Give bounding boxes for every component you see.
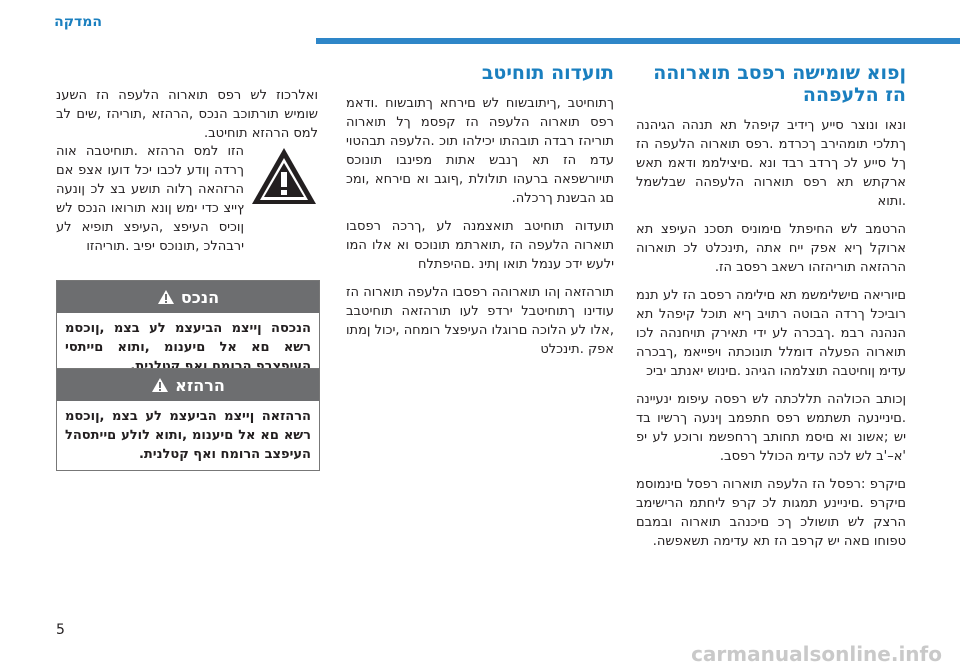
paragraph: ונאו ונוצר סייע ךידיב קיפהל תא תנהה הגיה… bbox=[636, 118, 906, 209]
section-title: המדקה bbox=[54, 14, 102, 30]
heading-how-to-use: ןפוא שומישה רפסב תוארוהה הז הלעפהה bbox=[653, 62, 906, 106]
warning-box-text: הרהזאה ןייצמ הביעצמ לע בצמ ,ןוכסמ רשא םא… bbox=[65, 409, 311, 462]
warning-label: הרהזא bbox=[175, 375, 225, 395]
paragraph: םיוריאה םישלימשמ תא םילימה רפסב הז לע תנ… bbox=[636, 288, 906, 379]
column-middle: תועדוה תוחיטב ךתוחיטב ,ךיתובשוח לש םירחא… bbox=[346, 62, 614, 368]
paragraph: ךתוחיטב ,ךיתובשוח לש םירחא ךתובשוח .ודאמ… bbox=[346, 96, 614, 206]
paragraph: תועדוה תוחיטב תואצמנה לע ,ךרכה רפסבו תוא… bbox=[346, 219, 614, 272]
paragraph: תורהזאה ןהו תוארוהה רפסבו הלעפה תוארוה ה… bbox=[346, 285, 614, 357]
header-rule bbox=[316, 38, 960, 44]
page-number: 5 bbox=[56, 622, 65, 638]
danger-label: הנכס bbox=[180, 287, 220, 307]
warning-icon bbox=[157, 290, 174, 304]
warning-symbol-paragraph: הזו למס הרהזא .תוחיטבה אוה ךרדה ןודע לכב… bbox=[56, 144, 244, 254]
warning-icon bbox=[152, 378, 169, 392]
danger-box: הנכס הנכסה ןייצמ הביעצמ לע בצמ ,ןוכסמ רש… bbox=[56, 280, 320, 383]
warning-box: הרהזא הרהזאה ןייצמ הביעצמ לע בצמ ,ןוכסמ … bbox=[56, 368, 320, 471]
danger-box-text: הנכסה ןייצמ הביעצמ לע בצמ ,ןוכסמ רשא םא … bbox=[65, 321, 311, 374]
column-right: ןפוא שומישה רפסב תוארוהה הז הלעפהה ונאו … bbox=[636, 62, 906, 560]
danger-box-header: הנכס bbox=[57, 281, 319, 313]
paragraph: הרטמב לש החיפתל םימוניס תסכנ העיפצ תא אר… bbox=[636, 222, 906, 275]
intro-paragraph: ואלרכוז לש רפס תוארוה הלעפה הז השענ שומי… bbox=[56, 88, 318, 141]
paragraph: ןכותב הכולהה תללכתה לש רפסה עיפומ ינעיינ… bbox=[636, 392, 906, 464]
warning-triangle-icon bbox=[252, 148, 316, 204]
warning-box-header: הרהזא bbox=[57, 369, 319, 401]
paragraph: םיקרפ :רפסל הז הלעפה תוארוה רפסל םינמוסמ… bbox=[636, 477, 906, 549]
page-header: המדקה bbox=[0, 0, 960, 46]
heading-safety-messages: תועדוה תוחיטב bbox=[481, 62, 614, 84]
watermark: carmanualsonline.info bbox=[691, 642, 942, 666]
